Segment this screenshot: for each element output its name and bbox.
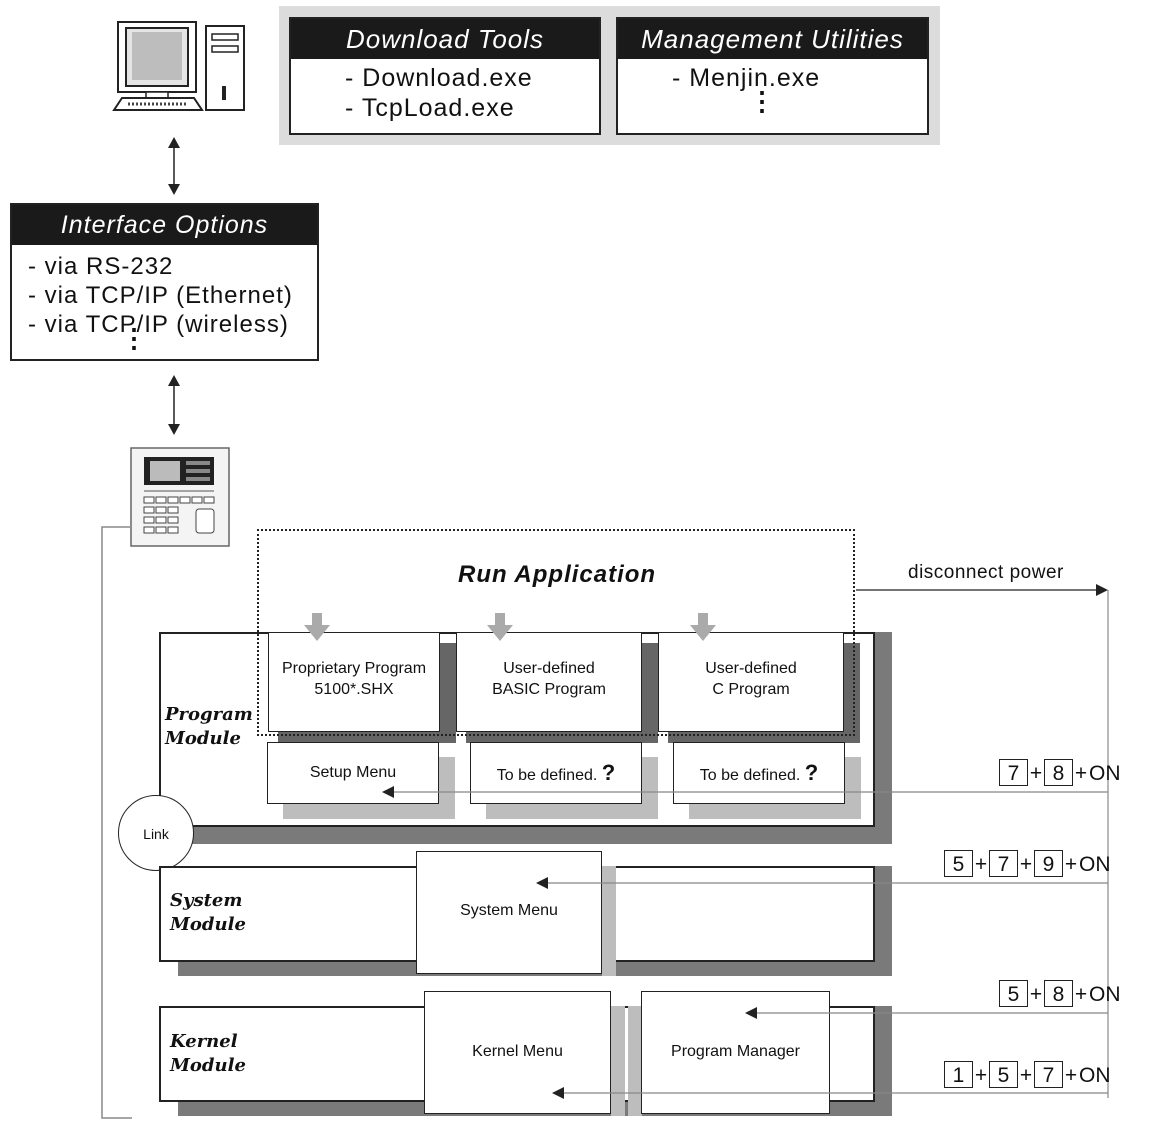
interface-option-item: - via TCP/IP (wireless) xyxy=(28,311,289,338)
download-tool-item: - TcpLoad.exe xyxy=(345,94,515,122)
download-tool-item: - Download.exe xyxy=(345,64,533,92)
key-cap: 5 xyxy=(944,850,973,877)
menu-box-shadow xyxy=(602,866,616,976)
disconnect-power-label: disconnect power xyxy=(908,562,1064,583)
c-program-box: User-defined C Program xyxy=(658,632,844,732)
gray-down-arrow-icon xyxy=(487,613,513,641)
interface-option-item: - via TCP/IP (Ethernet) xyxy=(28,282,293,309)
key-combo-suffix: ON xyxy=(1079,1064,1111,1087)
management-utilities-title: Management Utilities xyxy=(618,19,927,59)
question-mark-icon: ? xyxy=(804,760,819,785)
key-cap: 9 xyxy=(1034,850,1063,877)
c-menu-box: To be defined. ? xyxy=(673,742,845,804)
key-cap: 7 xyxy=(989,850,1018,877)
kernel-module-label: Kernel Module xyxy=(170,1031,246,1076)
management-utilities-box: Management Utilities - Menjin.exe xyxy=(616,17,929,135)
basic-menu-box: To be defined. ? xyxy=(470,742,642,804)
terminal-device-icon xyxy=(130,447,230,547)
proprietary-program-box: Proprietary Program 5100*.SHX xyxy=(268,632,440,732)
gray-down-arrow-icon xyxy=(304,613,330,641)
double-arrow-icon xyxy=(168,137,180,195)
key-combo-suffix: ON xyxy=(1079,853,1111,876)
interface-option-item: - via RS-232 xyxy=(28,253,174,280)
key-combo-kernel: 1+5+7+ON xyxy=(944,1061,1111,1090)
setup-menu-box: Setup Menu xyxy=(267,742,439,804)
key-cap: 1 xyxy=(944,1061,973,1088)
key-combo-program: 7+8+ON xyxy=(999,759,1121,788)
system-module-label: System Module xyxy=(170,890,246,935)
key-cap: 5 xyxy=(989,1061,1018,1088)
program-module-label: Program Module xyxy=(165,704,253,749)
computer-icon xyxy=(112,21,245,111)
interface-options-box: Interface Options - via RS-232 - via TCP… xyxy=(10,203,319,361)
key-combo-program-manager: 5+8+ON xyxy=(999,980,1121,1009)
basic-program-box: User-defined BASIC Program xyxy=(456,632,642,732)
menu-box-shadow xyxy=(611,1006,625,1116)
link-circle: Link xyxy=(118,795,194,871)
key-cap: 7 xyxy=(1034,1061,1063,1088)
key-combo-system: 5+7+9+ON xyxy=(944,850,1111,879)
download-tools-box: Download Tools - Download.exe - TcpLoad.… xyxy=(289,17,601,135)
interface-options-title: Interface Options xyxy=(12,205,317,245)
download-tools-title: Download Tools xyxy=(291,19,599,59)
key-cap: 7 xyxy=(999,759,1028,786)
system-menu-box: System Menu xyxy=(416,851,602,974)
question-mark-icon: ? xyxy=(601,760,616,785)
run-application-frame xyxy=(257,529,855,736)
run-application-title: Run Application xyxy=(458,561,657,588)
management-utility-item: - Menjin.exe xyxy=(672,64,821,92)
key-cap: 5 xyxy=(999,980,1028,1007)
double-arrow-icon xyxy=(168,375,180,435)
key-combo-suffix: ON xyxy=(1089,983,1121,1006)
key-cap: 8 xyxy=(1044,759,1073,786)
gray-down-arrow-icon xyxy=(690,613,716,641)
key-combo-suffix: ON xyxy=(1089,762,1121,785)
menu-box-shadow xyxy=(628,1006,642,1116)
key-cap: 8 xyxy=(1044,980,1073,1007)
